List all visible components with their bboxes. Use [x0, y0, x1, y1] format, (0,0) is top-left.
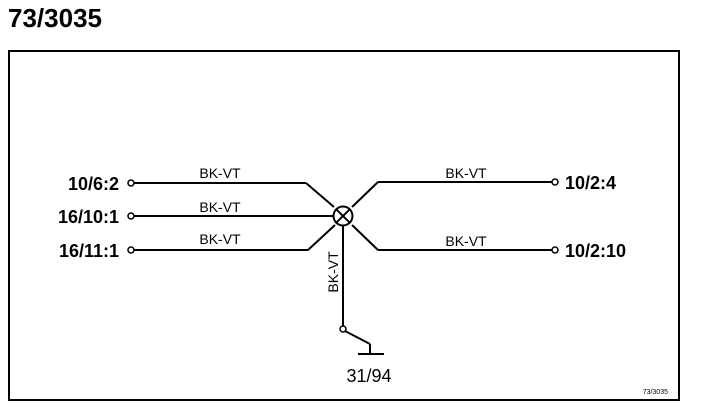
terminal-left-3-label: 16/11:1	[59, 241, 119, 261]
terminal-left-2-connector-icon	[127, 212, 135, 220]
ground-connector-icon	[339, 325, 347, 333]
wire-ground: BK-VT 31/94	[325, 226, 392, 386]
wire-ground-color-label: BK-VT	[325, 251, 341, 293]
terminal-right-1-label: 10/2:4	[565, 173, 616, 193]
terminal-left-3-connector-icon	[127, 246, 135, 254]
wire-right-2-color-label: BK-VT	[445, 233, 487, 249]
wire-left-1: 10/6:2 BK-VT	[68, 165, 335, 208]
ground-label: 31/94	[346, 366, 391, 386]
terminal-left-1-label: 10/6:2	[68, 174, 119, 194]
terminal-left-1-connector-icon	[127, 179, 135, 187]
reference-label: 73/3035	[643, 389, 668, 396]
diagram-frame	[8, 50, 680, 401]
wire-left-2-color-label: BK-VT	[199, 199, 241, 215]
wire-left-2: 16/10:1 BK-VT	[58, 199, 333, 227]
wire-right-1: 10/2:4 BK-VT	[351, 165, 616, 208]
terminal-left-2-label: 16/10:1	[58, 207, 119, 227]
terminal-right-2-connector-icon	[551, 246, 559, 254]
splice-crossed-circle-icon	[332, 205, 354, 227]
diagram-title: 73/3035	[8, 3, 102, 33]
terminal-right-1-connector-icon	[551, 178, 559, 186]
wire-left-3-color-label: BK-VT	[199, 231, 241, 247]
terminal-right-2-label: 10/2:10	[565, 241, 626, 261]
ground-symbol-icon	[344, 330, 384, 355]
wire-left-1-color-label: BK-VT	[199, 165, 241, 181]
wire-left-3: 16/11:1 BK-VT	[59, 224, 336, 261]
wire-right-2: 10/2:10 BK-VT	[351, 224, 626, 261]
wire-right-1-color-label: BK-VT	[445, 165, 487, 181]
